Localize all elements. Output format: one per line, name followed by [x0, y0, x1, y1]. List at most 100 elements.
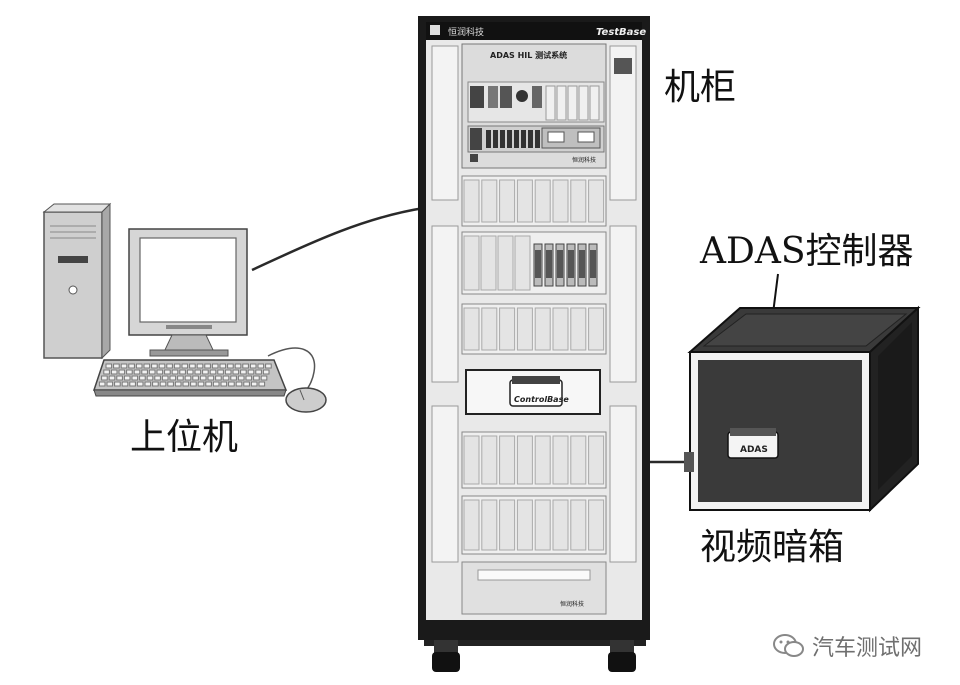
keyboard-key [161, 375, 169, 381]
keyboard-key [167, 381, 174, 387]
keyboard-key [174, 381, 182, 387]
keyboard-key [209, 369, 217, 375]
keyboard-key [230, 375, 237, 381]
host-pc-label: 上位机 [130, 417, 239, 458]
io-connector [557, 250, 563, 278]
pc-cabinet-cable [251, 206, 425, 272]
upper-unit-logo: 恒润科技 [572, 156, 596, 164]
blank-slot [516, 179, 533, 223]
blank-slot [481, 499, 498, 551]
keyboard-key [217, 369, 224, 375]
chassis-slot [545, 85, 556, 121]
keyboard-key [184, 375, 192, 381]
blank-slot [516, 435, 533, 485]
keyboard-key [250, 381, 258, 387]
cabinet-brand-left: 恒润科技 [448, 26, 484, 38]
module-card [514, 130, 519, 148]
adas-controller-label: ADAS控制器 [700, 231, 914, 272]
keyboard-key [260, 375, 268, 381]
blank-slot [534, 179, 551, 223]
keyboard-key [154, 375, 161, 381]
keyboard-key [171, 369, 179, 375]
pc-keyboard [92, 359, 288, 397]
blank-slot [463, 235, 480, 291]
cabinet-header-title: ADAS HIL 测试系统 [490, 50, 567, 60]
blank-slot [480, 235, 497, 291]
keyboard-key [121, 381, 129, 387]
keyboard-key [164, 369, 171, 375]
blank-slot [570, 499, 587, 551]
keyboard-key [245, 375, 253, 381]
blank-slot [516, 307, 533, 351]
blank-slot [588, 499, 605, 551]
blank-slot [534, 435, 551, 485]
blank-slot [534, 499, 551, 551]
wechat-icon [773, 634, 804, 657]
keyboard-key [215, 375, 222, 381]
keyboard-key [120, 363, 128, 369]
cabinet-side-rails [431, 45, 637, 563]
chassis-slot [567, 85, 578, 121]
pc-tower [42, 202, 112, 360]
keyboard-key [232, 369, 240, 375]
keyboard-key [158, 363, 166, 369]
keyboard-key [105, 363, 113, 369]
keyboard-key [234, 363, 242, 369]
keyboard-key [113, 363, 120, 369]
keyboard-key [143, 363, 151, 369]
keyboard-key [219, 363, 227, 369]
adas-device: ADAS [727, 428, 779, 459]
upper-chassis: ADAS HIL 测试系统 恒润科技 [461, 43, 607, 169]
cabinet-casters [424, 636, 646, 672]
blank-slot [534, 307, 551, 351]
keyboard-key [189, 363, 196, 369]
keyboard-key [197, 381, 205, 387]
keyboard-key [148, 369, 156, 375]
module-card [535, 130, 540, 148]
blank-slot [499, 179, 516, 223]
host-pc [42, 202, 327, 413]
module-card [486, 130, 491, 148]
blank-slot [463, 499, 480, 551]
keyboard-key [146, 375, 154, 381]
keyboard-key [247, 369, 255, 375]
keyboard-key [227, 363, 234, 369]
module-card [500, 130, 505, 148]
keyboard-key [169, 375, 177, 381]
controlbase-unit: ControlBase [465, 369, 601, 415]
keyboard-key [152, 381, 159, 387]
keyboard-key [128, 363, 135, 369]
io-connector [568, 250, 574, 278]
keyboard-key [186, 369, 194, 375]
keyboard-key [118, 369, 126, 375]
keyboard-key [237, 375, 245, 381]
keyboard-key [207, 375, 215, 381]
keyboard-key [136, 381, 144, 387]
module-card [507, 130, 512, 148]
keyboard-key [243, 381, 250, 387]
io-connector [579, 250, 585, 278]
test-cabinet: 恒润科技 TestBase ADAS HIL 测试系统 [418, 16, 650, 672]
keyboard-key [190, 381, 197, 387]
blank-slot [552, 499, 569, 551]
blank-slot [588, 435, 605, 485]
keyboard-key [249, 363, 257, 369]
keyboard-key [103, 369, 110, 375]
cabinet-label: 机柜 [664, 67, 737, 108]
cabinet-bottom-vent: 恒润科技 [461, 561, 607, 615]
keyboard-key [159, 381, 167, 387]
blank-slot [570, 435, 587, 485]
blank-slot [588, 179, 605, 223]
blank-slot [463, 435, 480, 485]
controlbase-label: ControlBase [514, 395, 569, 404]
keyboard-key [196, 363, 204, 369]
blank-slot [497, 235, 514, 291]
chassis-slot [578, 85, 589, 121]
blank-slot [588, 307, 605, 351]
keyboard-key [255, 369, 262, 375]
keyboard-key [220, 381, 228, 387]
blank-slot [570, 179, 587, 223]
keyboard-key [242, 363, 249, 369]
chassis-slot [589, 85, 600, 121]
watermark: 汽车测试网 [772, 630, 922, 662]
